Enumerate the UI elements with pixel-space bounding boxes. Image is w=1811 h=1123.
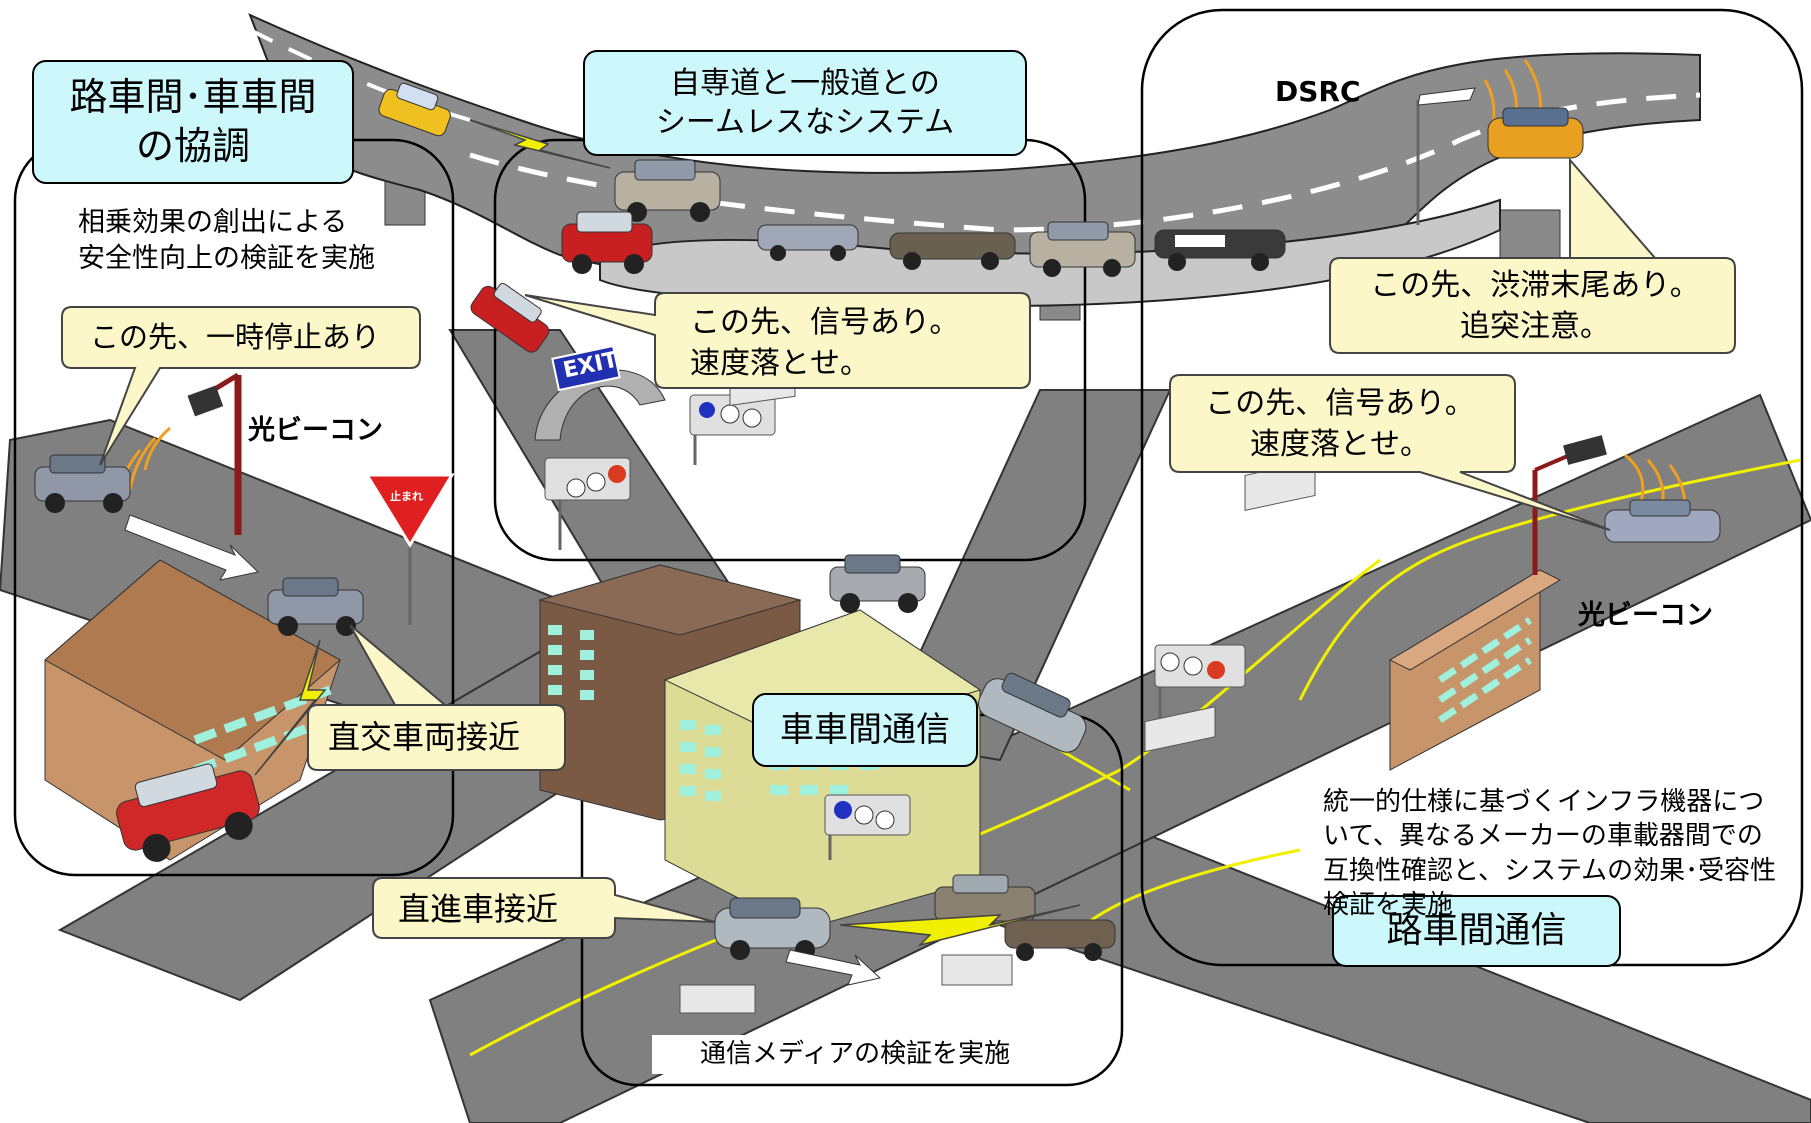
car-taxi — [378, 82, 451, 137]
building-left — [44, 559, 341, 861]
car-suv-red-ramp — [470, 282, 550, 353]
car-suv-silver-2 — [1029, 221, 1136, 277]
bubble-signal-2 — [1169, 374, 1611, 531]
beacon-pole-right — [1532, 435, 1607, 575]
speech-bubbles — [61, 157, 1736, 939]
car-van-right — [977, 672, 1087, 753]
bubble-crossing-text: 直交車両接近 — [328, 718, 521, 756]
coop-desc: 相乗効果の創出による 安全性向上の検証を実施 — [78, 205, 375, 278]
vehicles — [34, 82, 1721, 961]
bubble-signal-2-line1: この先、信号あり。 — [1205, 386, 1475, 421]
bubble-stop-ahead — [61, 306, 421, 466]
car-suv-left-2 — [267, 577, 364, 636]
r2v-note-line3: 互換性確認と、システムの効果･受容性 — [1323, 855, 1777, 886]
lower-ramp-road — [878, 389, 1172, 762]
bubble-congestion — [1329, 157, 1736, 354]
car-suv-center — [829, 554, 926, 613]
direction-arrows — [124, 514, 882, 986]
car-convertible-1 — [889, 232, 1016, 270]
optical-beacon-label-left: 光ビーコン — [248, 415, 383, 446]
coop-title-box: 路車間･車車間 の協調 — [32, 60, 354, 184]
car-sedan-1 — [757, 224, 859, 261]
comm-lightning — [254, 119, 1081, 947]
car-van-orange — [1487, 107, 1584, 159]
coop-desc-line2: 安全性向上の検証を実施 — [78, 243, 375, 275]
coop-title-line2: の協調 — [135, 124, 250, 168]
bubble-congestion-text: この先、渋滞末尾あり。 追突注意。 — [1365, 266, 1705, 347]
car-suv-silver-1 — [614, 159, 721, 222]
car-suv-bottom-right — [934, 874, 1036, 922]
coop-title-line1: 路車間･車車間 — [69, 74, 317, 119]
car-suv-left-1 — [34, 454, 131, 513]
exit-arch — [534, 344, 666, 441]
beacon-pole-left — [187, 372, 242, 535]
bubble-straight-text: 直進車接近 — [398, 890, 559, 928]
dsrc-label: DSRC — [1275, 75, 1361, 108]
bubble-stop-ahead-text: この先、一時停止あり — [90, 320, 381, 354]
bubble-signal-1-line2: 速度落とせ。 — [690, 345, 870, 381]
r2v-title: 路車間通信 — [1386, 909, 1567, 951]
coop-desc-line1: 相乗効果の創出による — [78, 207, 348, 238]
optical-beacon-label-right: 光ビーコン — [1578, 600, 1713, 631]
building-right — [1388, 569, 1562, 771]
bubble-signal-2-text: この先、信号あり。 速度落とせ。 — [1195, 384, 1485, 465]
dsrc-pole — [1416, 87, 1476, 225]
traffic-signal-2 — [544, 457, 631, 550]
car-convertible-2 — [1154, 229, 1286, 271]
bubble-crossing — [307, 624, 566, 771]
r2v-note-line4: 検証を実施 — [1323, 889, 1454, 920]
car-suv-red-1 — [561, 211, 653, 274]
bubble-straight — [372, 877, 716, 939]
bubble-congestion-line1: この先、渋滞末尾あり。 — [1370, 268, 1700, 303]
v2v-title-box: 車車間通信 — [752, 693, 978, 767]
bubble-signal-1 — [524, 292, 1031, 389]
traffic-signal-1 — [689, 394, 776, 465]
bubble-congestion-line2: 追突注意。 — [1460, 308, 1610, 344]
v2v-note: 通信メディアの検証を実施 — [652, 1035, 1059, 1075]
v2v-title: 車車間通信 — [780, 709, 950, 750]
r2v-note-line1: 統一的仕様に基づくインフラ機器につ — [1323, 787, 1765, 817]
car-convertible-bottom — [1004, 919, 1116, 961]
bubble-signal-1-line1: この先、信号あり。 — [690, 305, 960, 340]
car-van-bottom — [714, 897, 831, 960]
stop-sign — [364, 473, 455, 625]
traffic-signal-3 — [1154, 644, 1246, 725]
seamless-title-line1: 自専道と一般道との — [670, 66, 940, 101]
bubble-signal-1-text: この先、信号あり。 速度落とせ。 — [690, 303, 959, 384]
bubble-signal-2-line2: 速度落とせ。 — [1250, 426, 1430, 462]
car-suv-red-left — [116, 763, 260, 862]
r2v-note-line2: いて、異なるメーカーの車載器間での — [1323, 821, 1763, 852]
seamless-title-box: 自専道と一般道との シームレスなシステム — [583, 50, 1027, 156]
r2v-title-box: 路車間通信 — [1332, 895, 1621, 967]
car-sedan-right — [1604, 499, 1721, 543]
traffic-signal-4 — [824, 794, 911, 860]
seamless-title-line2: シームレスなシステム — [655, 105, 955, 140]
stop-sign-label: 止まれ — [390, 490, 423, 503]
r2v-note: 統一的仕様に基づくインフラ機器につ いて、異なるメーカーの車載器間での 互換性確… — [1323, 785, 1776, 922]
